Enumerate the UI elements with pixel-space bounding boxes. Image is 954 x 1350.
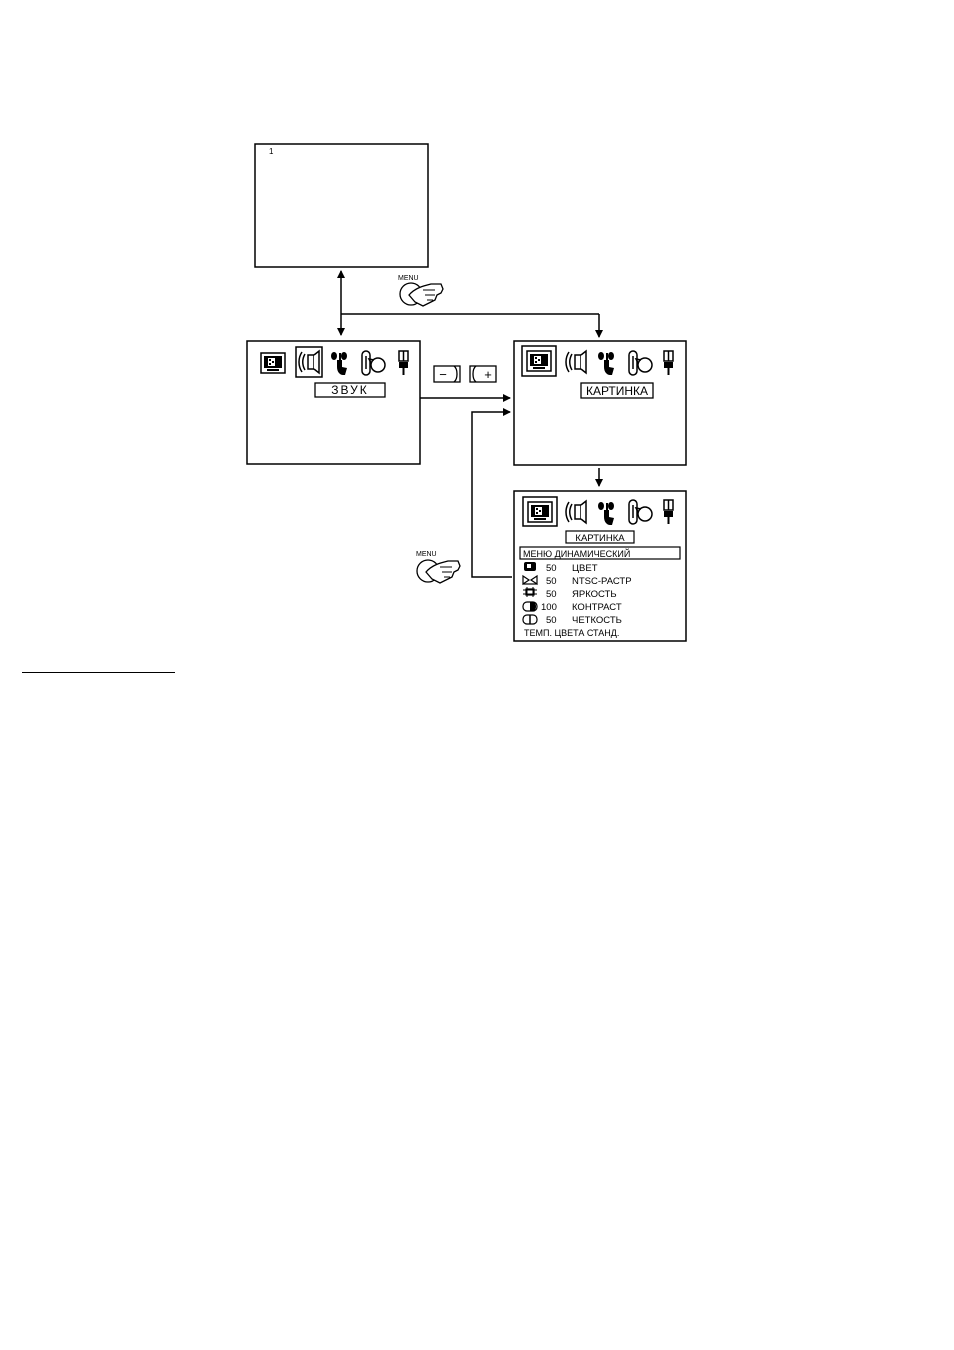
picture-icon	[527, 351, 551, 371]
item-label: ЯРКОСТЬ	[572, 589, 617, 600]
sharpness-icon	[523, 615, 537, 624]
volume-plus-label: +	[484, 367, 492, 382]
picture-menu-title: КАРТИНКА	[586, 384, 648, 398]
item-label: ЦВЕТ	[572, 563, 598, 574]
picture-icon	[528, 502, 552, 522]
horizontal-rule	[22, 672, 175, 673]
volume-plus-button[interactable]: +	[470, 366, 496, 382]
contrast-icon	[523, 602, 537, 611]
picture-icon	[261, 353, 285, 373]
sound-menu-title: ЗВУК	[331, 383, 368, 397]
color-icon	[524, 562, 536, 571]
picture-menu-expanded-title: КАРТИНКА	[575, 533, 625, 544]
color-temp-line[interactable]: ТЕМП. ЦВЕТА СТАНД.	[524, 628, 619, 638]
sound-menu-screen: ЗВУК	[247, 341, 420, 464]
menu-button-label: MENU	[416, 551, 437, 558]
item-label: ЧЕТКОСТЬ	[572, 615, 622, 626]
menu-button-return[interactable]: MENU	[416, 551, 460, 583]
channel-number: 1	[269, 147, 274, 156]
item-value: 50	[546, 576, 557, 587]
picture-menu-expanded-screen: КАРТИНКА МЕНЮ ДИНАМИЧЕСКИЙ 50 ЦВЕТ	[514, 491, 686, 641]
menu-button-label: MENU	[398, 275, 419, 282]
picture-menu-screen: КАРТИНКА	[514, 341, 686, 465]
pressing-hand-icon	[400, 283, 443, 306]
volume-minus-button[interactable]: −	[434, 366, 460, 382]
item-value: 100	[541, 602, 557, 613]
item-value: 50	[546, 563, 557, 574]
volume-minus-label: −	[439, 367, 447, 382]
item-value: 50	[546, 589, 557, 600]
item-label: КОНТРАСТ	[572, 602, 622, 613]
item-value: 50	[546, 615, 557, 626]
pressing-hand-icon	[417, 560, 460, 583]
tv-screen: 1	[255, 144, 428, 267]
mode-line[interactable]: МЕНЮ ДИНАМИЧЕСКИЙ	[523, 548, 630, 559]
menu-button[interactable]: MENU	[398, 275, 443, 306]
menu-item-contrast[interactable]: 100 КОНТРАСТ	[541, 602, 622, 613]
item-label: NTSC-РАСТР	[572, 576, 632, 587]
menu-item-color[interactable]: 50 ЦВЕТ	[546, 563, 598, 574]
